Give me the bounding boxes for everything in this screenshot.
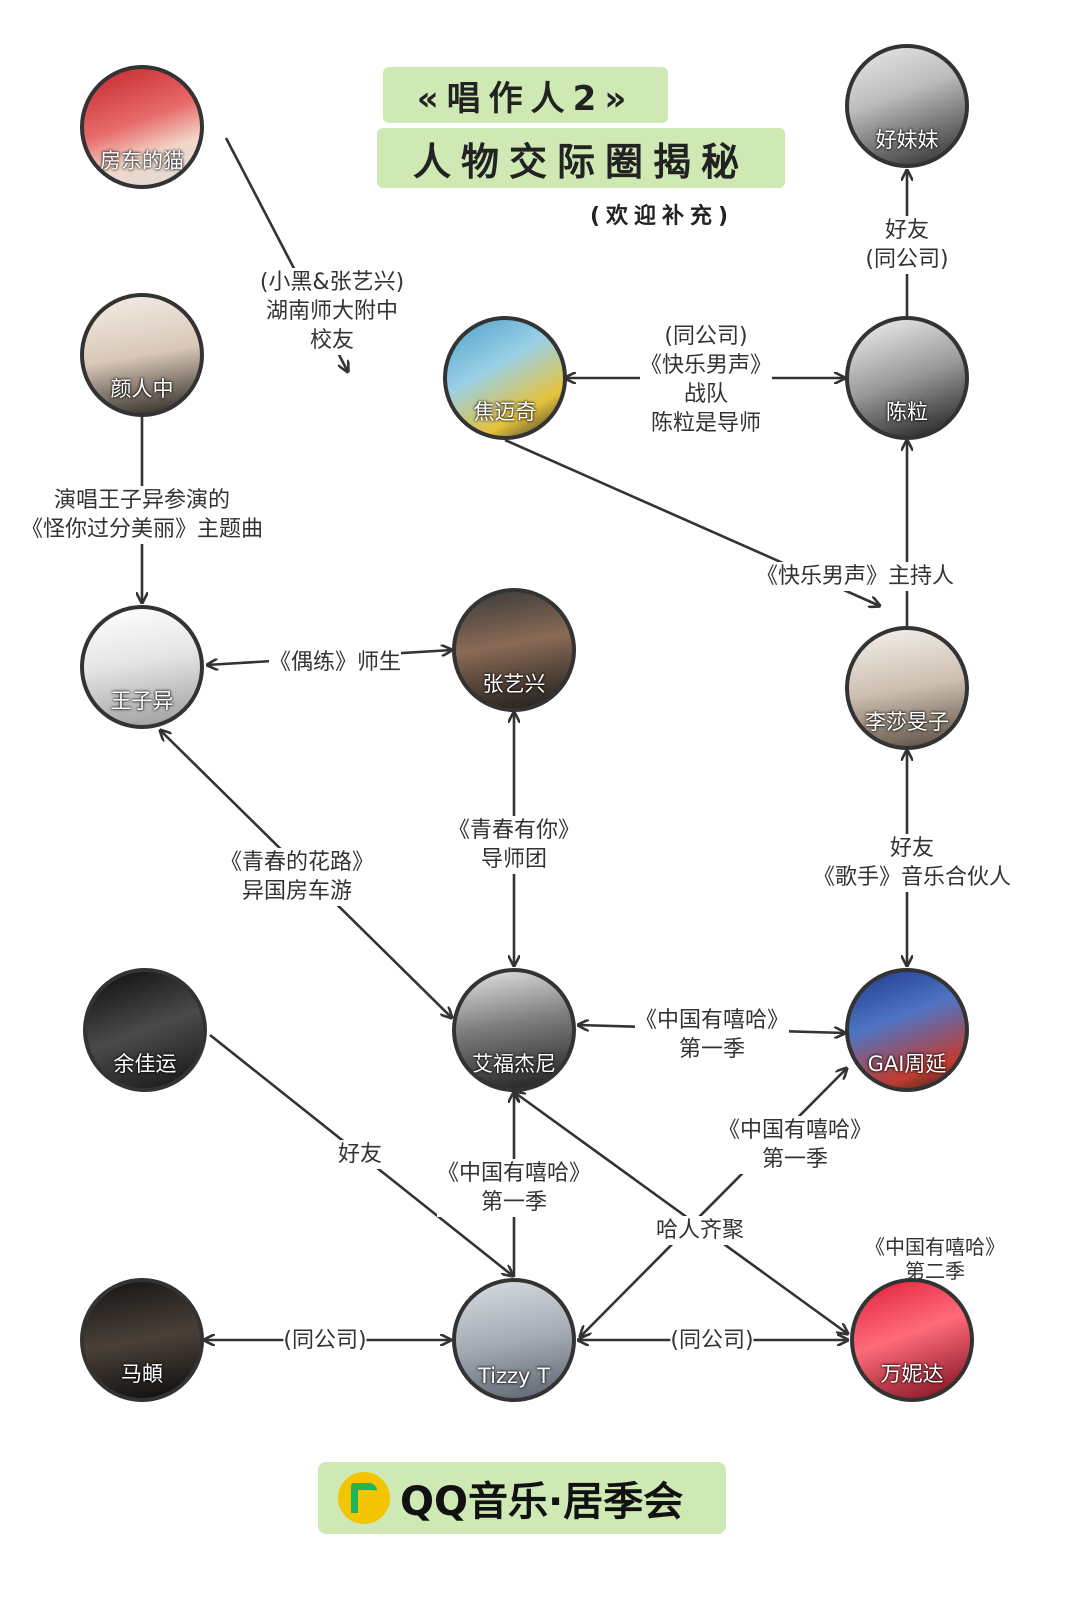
edge-label-line: 第一季 [761,1147,829,1172]
footer-brand: QQ音乐·居季会 [400,1479,684,1525]
person-node-yujiayun: 余佳运 [83,968,207,1092]
person-name: GAI周延 [867,1052,947,1076]
edge-label-jiaomaiqi-chenli: (同公司) 《快乐男声》战队陈粒是导师 [639,322,773,438]
edge-label-jiaomaiqi-lishaminzi: 《快乐男声》主持人 [755,562,955,591]
edge-label-line: 《中国有嘻哈》 [865,1235,1005,1259]
edge-label-haomeimei-chenli: 好友 (同公司) [865,216,949,274]
title-line-1: «唱作人2» [383,67,668,123]
edge-label-line: 导师团 [480,847,548,872]
edge-label-line: 陈粒是导师 [650,411,762,436]
edge-label-line: (同公司) [865,247,949,272]
edge-label-yujiayun-tizzy: 好友 [337,1140,383,1169]
person-name: 艾福杰尼 [472,1052,556,1076]
edge-label-zhangyixing-aifujieni: 《青春有你》导师团 [447,816,581,874]
person-node-wangziyi: 王子异 [80,605,204,729]
edge-aifujieni-wannida [514,1092,848,1334]
edge-label-line: 《快乐男声》主持人 [755,564,955,589]
edge-gai-tizzy [580,1068,847,1337]
edge-label-line: 好友 [337,1142,383,1167]
person-name: 颜人中 [110,377,174,401]
person-node-jiaomaiqi: 焦迈奇 [443,316,567,440]
person-name: Tizzy T [478,1364,550,1388]
edge-label-yanrenzhong-wangziyi: 演唱王子异参演的《怪你过分美丽》主题曲 [20,486,264,544]
edge-label-fangdong-zhangyixing: (小黑&张艺兴) 湖南师大附中校友 [259,268,405,355]
edge-label-line: 《中国有嘻哈》 [634,1008,790,1033]
edge-label-line: 《偶练》师生 [268,650,402,675]
person-node-fangdong: 房东的猫 [80,65,204,189]
edge-label-aifujieni-tizzy: 《中国有嘻哈》第一季 [436,1159,592,1217]
edge-label-wannida-wannida: 《中国有嘻哈》第二季 [865,1235,1005,1283]
edge-label-line: (同公司) [664,324,748,349]
person-name: 好妹妹 [875,128,939,152]
edge-label-aifujieni-gai: 《中国有嘻哈》第一季 [634,1006,790,1064]
edge-label-mayun-tizzy: (同公司) [283,1326,367,1355]
person-node-aifujieni: 艾福杰尼 [452,968,576,1092]
person-name: 房东的猫 [100,149,184,173]
edge-label-line: 《青春的花路》 [219,850,375,875]
person-name: 焦迈奇 [473,400,537,424]
edge-label-gai-tizzy: 《中国有嘻哈》第一季 [717,1116,873,1174]
edge-label-tizzy-wannida: (同公司) [670,1326,754,1355]
person-node-mayun: 马頔 [80,1278,204,1402]
person-name: 马頔 [121,1362,163,1386]
edge-label-line: 第一季 [480,1190,548,1215]
edge-label-line: 湖南师大附中 [265,299,399,324]
person-node-tizzy: Tizzy T [452,1278,576,1402]
person-node-gai: GAI周延 [845,968,969,1092]
person-name: 王子异 [110,689,174,713]
edge-label-line: 好友 [889,836,935,861]
edge-label-wangziyi-aifujieni: 《青春的花路》异国房车游 [219,848,375,906]
person-node-yanrenzhong: 颜人中 [80,293,204,417]
edge-label-aifujieni-wannida: 哈人齐聚 [655,1216,745,1245]
edge-label-line: 《怪你过分美丽》主题曲 [20,517,264,542]
title-line-2: 人物交际圈揭秘 [377,128,785,188]
edge-label-line: 第二季 [905,1259,965,1283]
edge-label-line: 演唱王子异参演的 [53,488,231,513]
person-node-lishaminzi: 李莎旻子 [845,626,969,750]
edge-label-line: 《青春有你》 [447,818,581,843]
edge-label-line: 第一季 [678,1037,746,1062]
edge-label-line: 战队 [683,382,729,407]
person-name: 余佳运 [113,1052,177,1076]
person-node-zhangyixing: 张艺兴 [452,588,576,712]
person-name: 万妮达 [880,1362,944,1386]
edge-label-line: (小黑&张艺兴) [259,270,405,295]
person-node-haomeimei: 好妹妹 [845,44,969,168]
edge-label-line: (同公司) [670,1328,754,1353]
title-note: (欢迎补充) [590,204,735,229]
edge-label-wangziyi-zhangyixing: 《偶练》师生 [268,648,402,677]
edge-label-line: 《中国有嘻哈》 [436,1161,592,1186]
edge-label-line: 校友 [309,328,355,353]
edge-label-line: 好友 [884,218,930,243]
edge-label-line: 哈人齐聚 [655,1218,745,1243]
edge-label-line: 《歌手》音乐合伙人 [812,865,1012,890]
person-name: 李莎旻子 [865,710,949,734]
edge-label-line: 《快乐男声》 [639,353,773,378]
qq-music-note-icon [338,1472,390,1524]
person-name: 陈粒 [886,400,928,424]
person-node-chenli: 陈粒 [845,316,969,440]
person-name: 张艺兴 [482,672,546,696]
edge-label-line: 异国房车游 [241,879,353,904]
footer-banner: QQ音乐·居季会 [318,1462,726,1534]
edge-label-lishaminzi-gai: 好友《歌手》音乐合伙人 [812,834,1012,892]
person-node-wannida: 万妮达 [850,1278,974,1402]
edge-label-line: (同公司) [283,1328,367,1353]
edge-label-line: 《中国有嘻哈》 [717,1118,873,1143]
